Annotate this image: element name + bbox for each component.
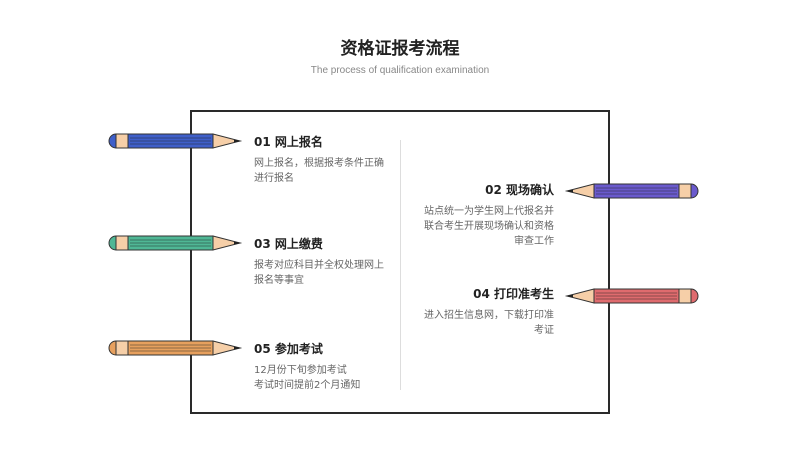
step-title: 01 网上报名 [254, 135, 323, 149]
page-title: 资格证报考流程 [340, 39, 460, 59]
frame [190, 110, 610, 414]
step-desc: 报考对应科目并全权处理网上报名等事宜 [254, 260, 384, 286]
step-title: 05 参加考试 [254, 342, 323, 356]
pencil-icon-4 [565, 288, 699, 304]
step-4: 04 打印准考生 进入招生信息网，下载打印准考证 [404, 285, 554, 338]
step-title: 03 网上缴费 [254, 237, 323, 251]
step-1: 01 网上报名 网上报名，根据报考条件正确进行报名 [254, 133, 404, 186]
step-desc: 站点统一为学生网上代报名并联合考生开展现场确认和资格审查工作 [424, 206, 554, 247]
step-title: 04 打印准考生 [473, 287, 554, 301]
center-divider [400, 140, 401, 390]
step-desc: 进入招生信息网，下载打印准考证 [424, 310, 554, 336]
step-3: 03 网上缴费 报考对应科目并全权处理网上报名等事宜 [254, 235, 404, 288]
step-2: 02 现场确认 站点统一为学生网上代报名并联合考生开展现场确认和资格审查工作 [404, 181, 554, 249]
step-5: 05 参加考试 12月份下旬参加考试 考试时间提前2个月通知 [254, 340, 404, 393]
pencil-icon-5 [108, 340, 242, 356]
page-subtitle: The process of qualification examination [310, 65, 490, 76]
step-desc: 网上报名，根据报考条件正确进行报名 [254, 158, 384, 184]
pencil-icon-1 [108, 133, 242, 149]
pencil-icon-2 [565, 183, 699, 199]
step-title: 02 现场确认 [485, 183, 554, 197]
step-desc: 12月份下旬参加考试 考试时间提前2个月通知 [254, 365, 361, 391]
pencil-icon-3 [108, 235, 242, 251]
